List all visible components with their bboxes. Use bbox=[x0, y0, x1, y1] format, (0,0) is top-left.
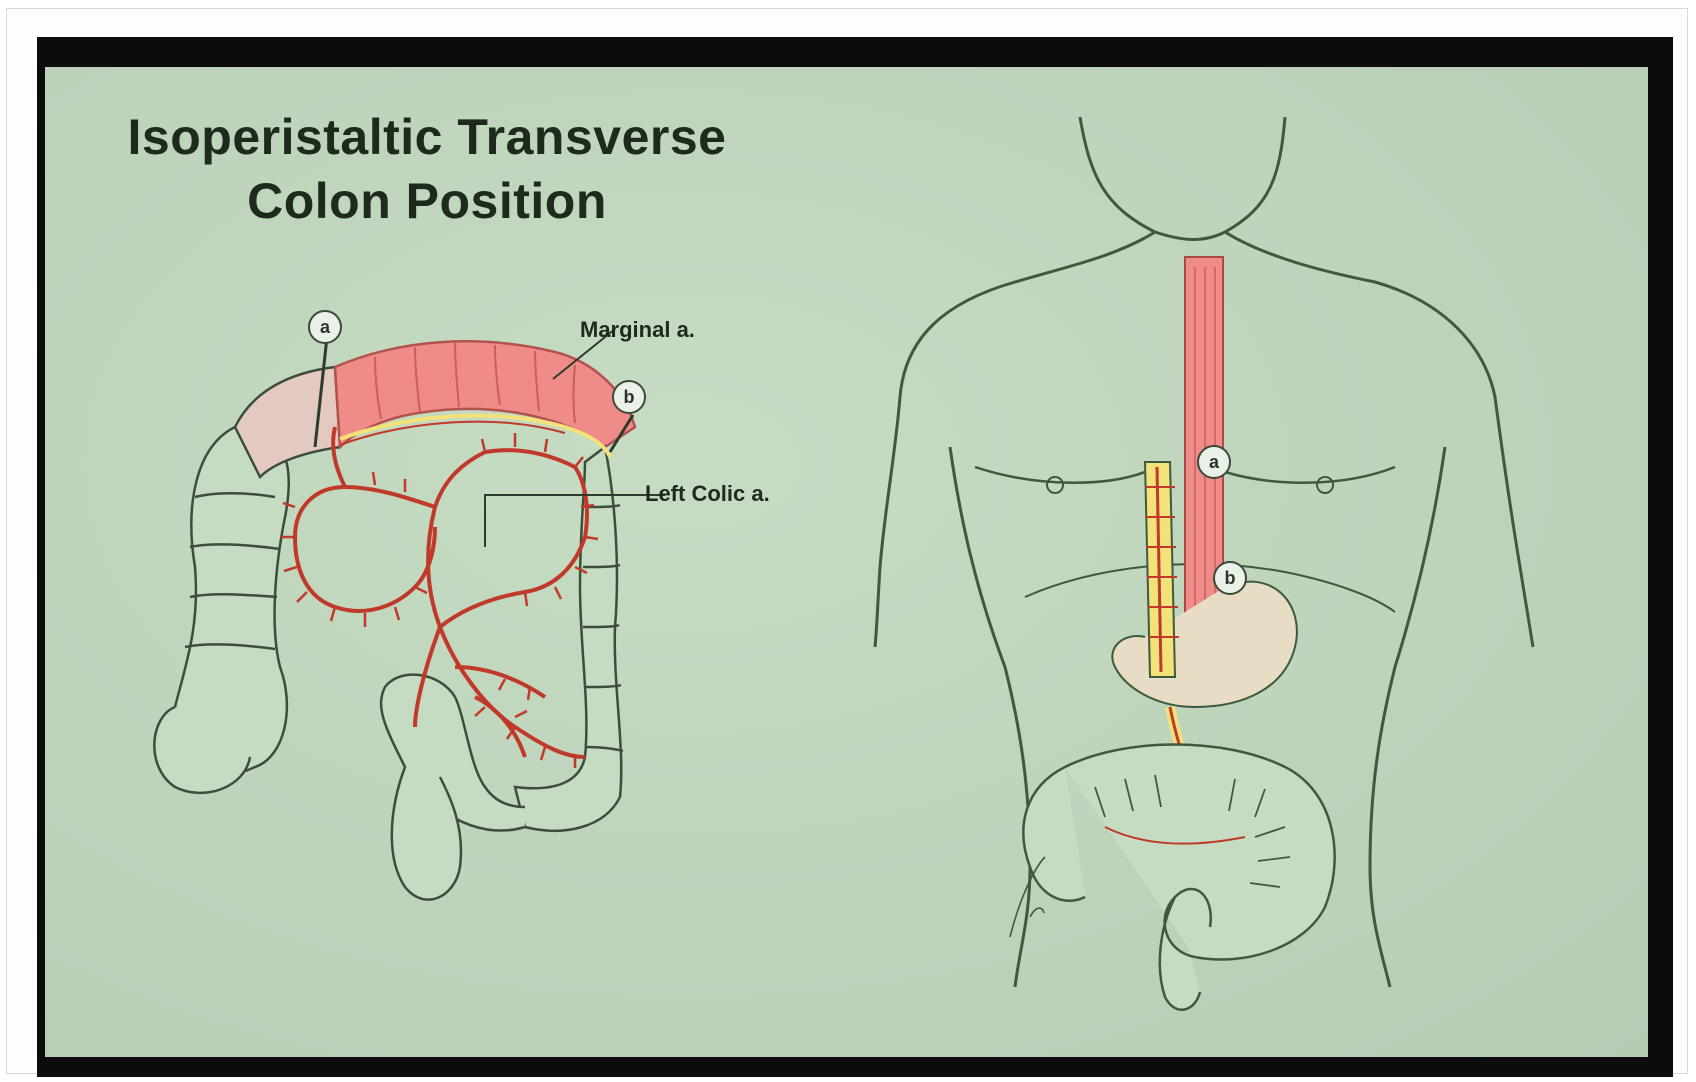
descending-colon bbox=[515, 447, 621, 831]
title-line-1: Isoperistaltic Transverse bbox=[67, 105, 787, 169]
colon-diagram bbox=[154, 329, 665, 900]
nipple-right bbox=[1317, 477, 1333, 493]
remaining-colon bbox=[1023, 745, 1334, 960]
torso-diagram bbox=[875, 117, 1533, 1010]
image-frame: Isoperistaltic Transverse Colon Position… bbox=[6, 8, 1688, 1074]
title-line-2: Colon Position bbox=[67, 169, 787, 233]
division-marker-a-right: a bbox=[1197, 445, 1231, 479]
nipple-left bbox=[1047, 477, 1063, 493]
marginal-artery-label: Marginal a. bbox=[580, 317, 695, 343]
diagram-title: Isoperistaltic Transverse Colon Position bbox=[67, 105, 787, 233]
division-marker-b-left: b bbox=[612, 380, 646, 414]
division-marker-a-left: a bbox=[308, 310, 342, 344]
illustration-plate: Isoperistaltic Transverse Colon Position… bbox=[45, 67, 1648, 1057]
left-colic-artery-label: Left Colic a. bbox=[645, 481, 770, 507]
stomach bbox=[1112, 582, 1297, 707]
slide: Isoperistaltic Transverse Colon Position… bbox=[37, 37, 1673, 1077]
left-colic-leader bbox=[485, 495, 665, 547]
transverse-colon bbox=[335, 341, 635, 447]
hepatic-flexure bbox=[235, 367, 340, 477]
division-marker-b-right: b bbox=[1213, 561, 1247, 595]
